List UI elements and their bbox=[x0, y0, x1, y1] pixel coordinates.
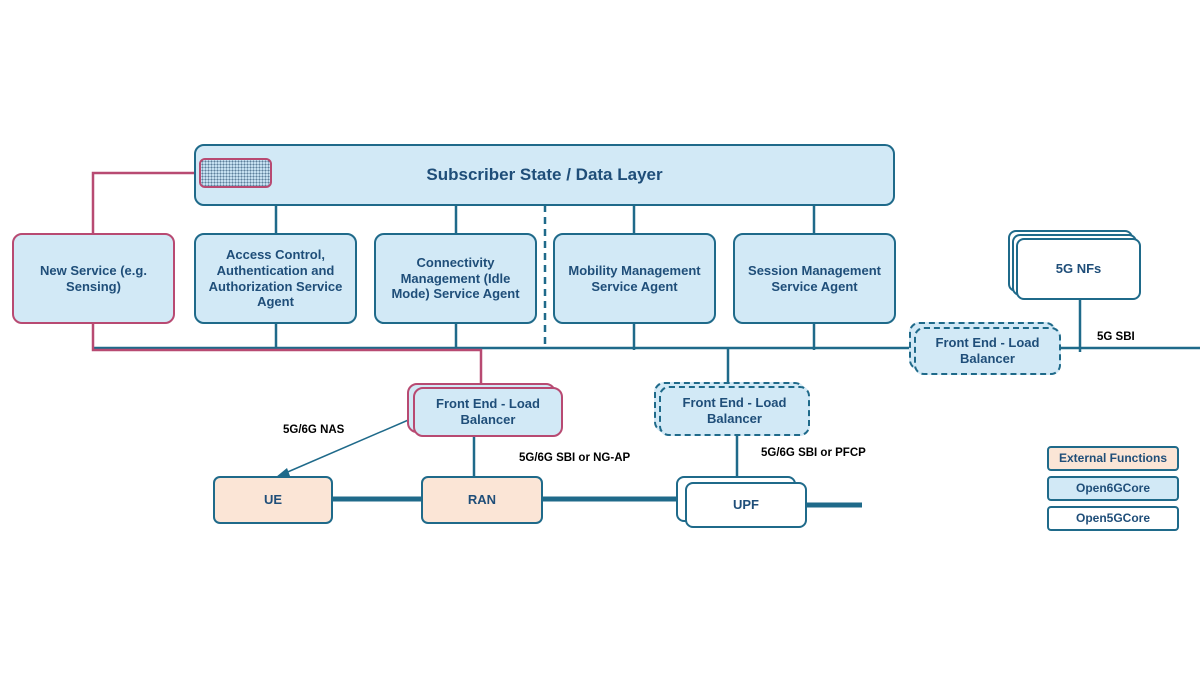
new-data-slot bbox=[199, 158, 272, 188]
load-balancer-nf: Front End - Load Balancer bbox=[914, 327, 1061, 375]
nfs-5g-box: 5G NFs bbox=[1016, 238, 1141, 300]
ran-box: RAN bbox=[421, 476, 543, 524]
session-management-agent: Session Management Service Agent bbox=[733, 233, 896, 324]
mobility-management-agent: Mobility Management Service Agent bbox=[553, 233, 716, 324]
data-layer-title: Subscriber State / Data Layer bbox=[426, 164, 663, 184]
legend-external: External Functions bbox=[1047, 446, 1179, 471]
new-service-link bbox=[91, 171, 199, 235]
connectivity-management-agent: Connectivity Management (Idle Mode) Serv… bbox=[374, 233, 537, 324]
load-balancer-ran: Front End - Load Balancer bbox=[413, 387, 563, 437]
nas-arrow bbox=[282, 417, 414, 475]
new-service-box: New Service (e.g. Sensing) bbox=[12, 233, 175, 324]
ue-box: UE bbox=[213, 476, 333, 524]
sbi-5g-label: 5G SBI bbox=[1097, 331, 1135, 343]
nas-label: 5G/6G NAS bbox=[283, 424, 345, 436]
sbi-pfcp-label: 5G/6G SBI or PFCP bbox=[761, 447, 866, 459]
new-service-bus-link bbox=[91, 322, 483, 383]
legend-open6gcore: Open6GCore bbox=[1047, 476, 1179, 501]
data-layer-box: Subscriber State / Data Layer bbox=[194, 144, 895, 206]
sbi-ngap-label: 5G/6G SBI or NG-AP bbox=[519, 452, 631, 464]
legend-open5gcore: Open5GCore bbox=[1047, 506, 1179, 531]
access-control-agent: Access Control, Authentication and Autho… bbox=[194, 233, 357, 324]
upf-box: UPF bbox=[685, 482, 807, 528]
load-balancer-upf: Front End - Load Balancer bbox=[659, 386, 810, 436]
